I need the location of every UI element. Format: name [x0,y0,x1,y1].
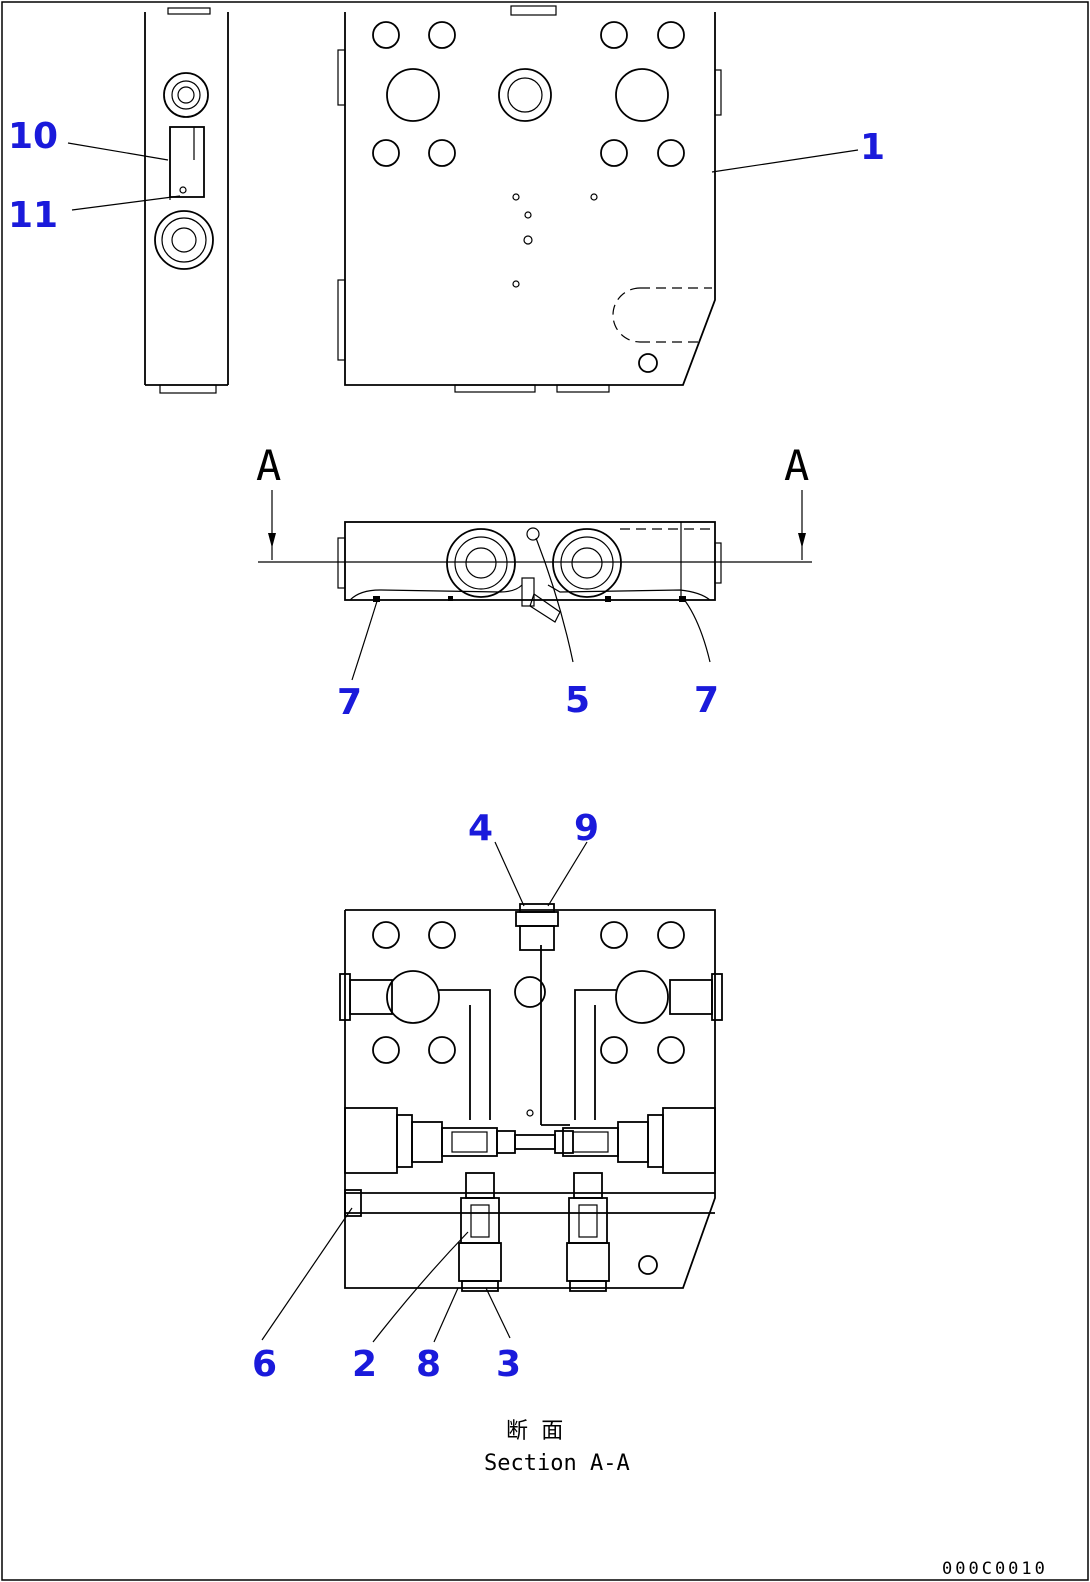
callout-5: 5 [565,680,590,721]
callout-11: 11 [8,195,58,236]
section-view [339,903,723,1292]
front-view [337,5,722,393]
callout-7-right: 7 [694,680,719,721]
section-marker-left: A [256,441,281,490]
section-caption-japanese: 断 面 [506,1419,563,1444]
callout-3: 3 [496,1344,521,1385]
leader-lines [67,142,859,1343]
top-view: A A [256,441,812,623]
section-caption-english: Section A-A [484,1451,630,1476]
callout-10: 10 [8,116,58,157]
callout-6: 6 [252,1344,277,1385]
side-view [144,7,229,394]
callout-2: 2 [352,1344,377,1385]
drawing-code: 000C0010 [942,1559,1048,1579]
callout-7-left: 7 [337,682,362,723]
callout-numbers: 1 10 11 7 5 7 4 9 6 2 8 3 [8,116,885,1385]
callout-9: 9 [574,808,599,849]
callout-4: 4 [468,808,493,849]
callout-8: 8 [416,1344,441,1385]
callout-1: 1 [860,127,885,168]
section-marker-right: A [784,441,809,490]
